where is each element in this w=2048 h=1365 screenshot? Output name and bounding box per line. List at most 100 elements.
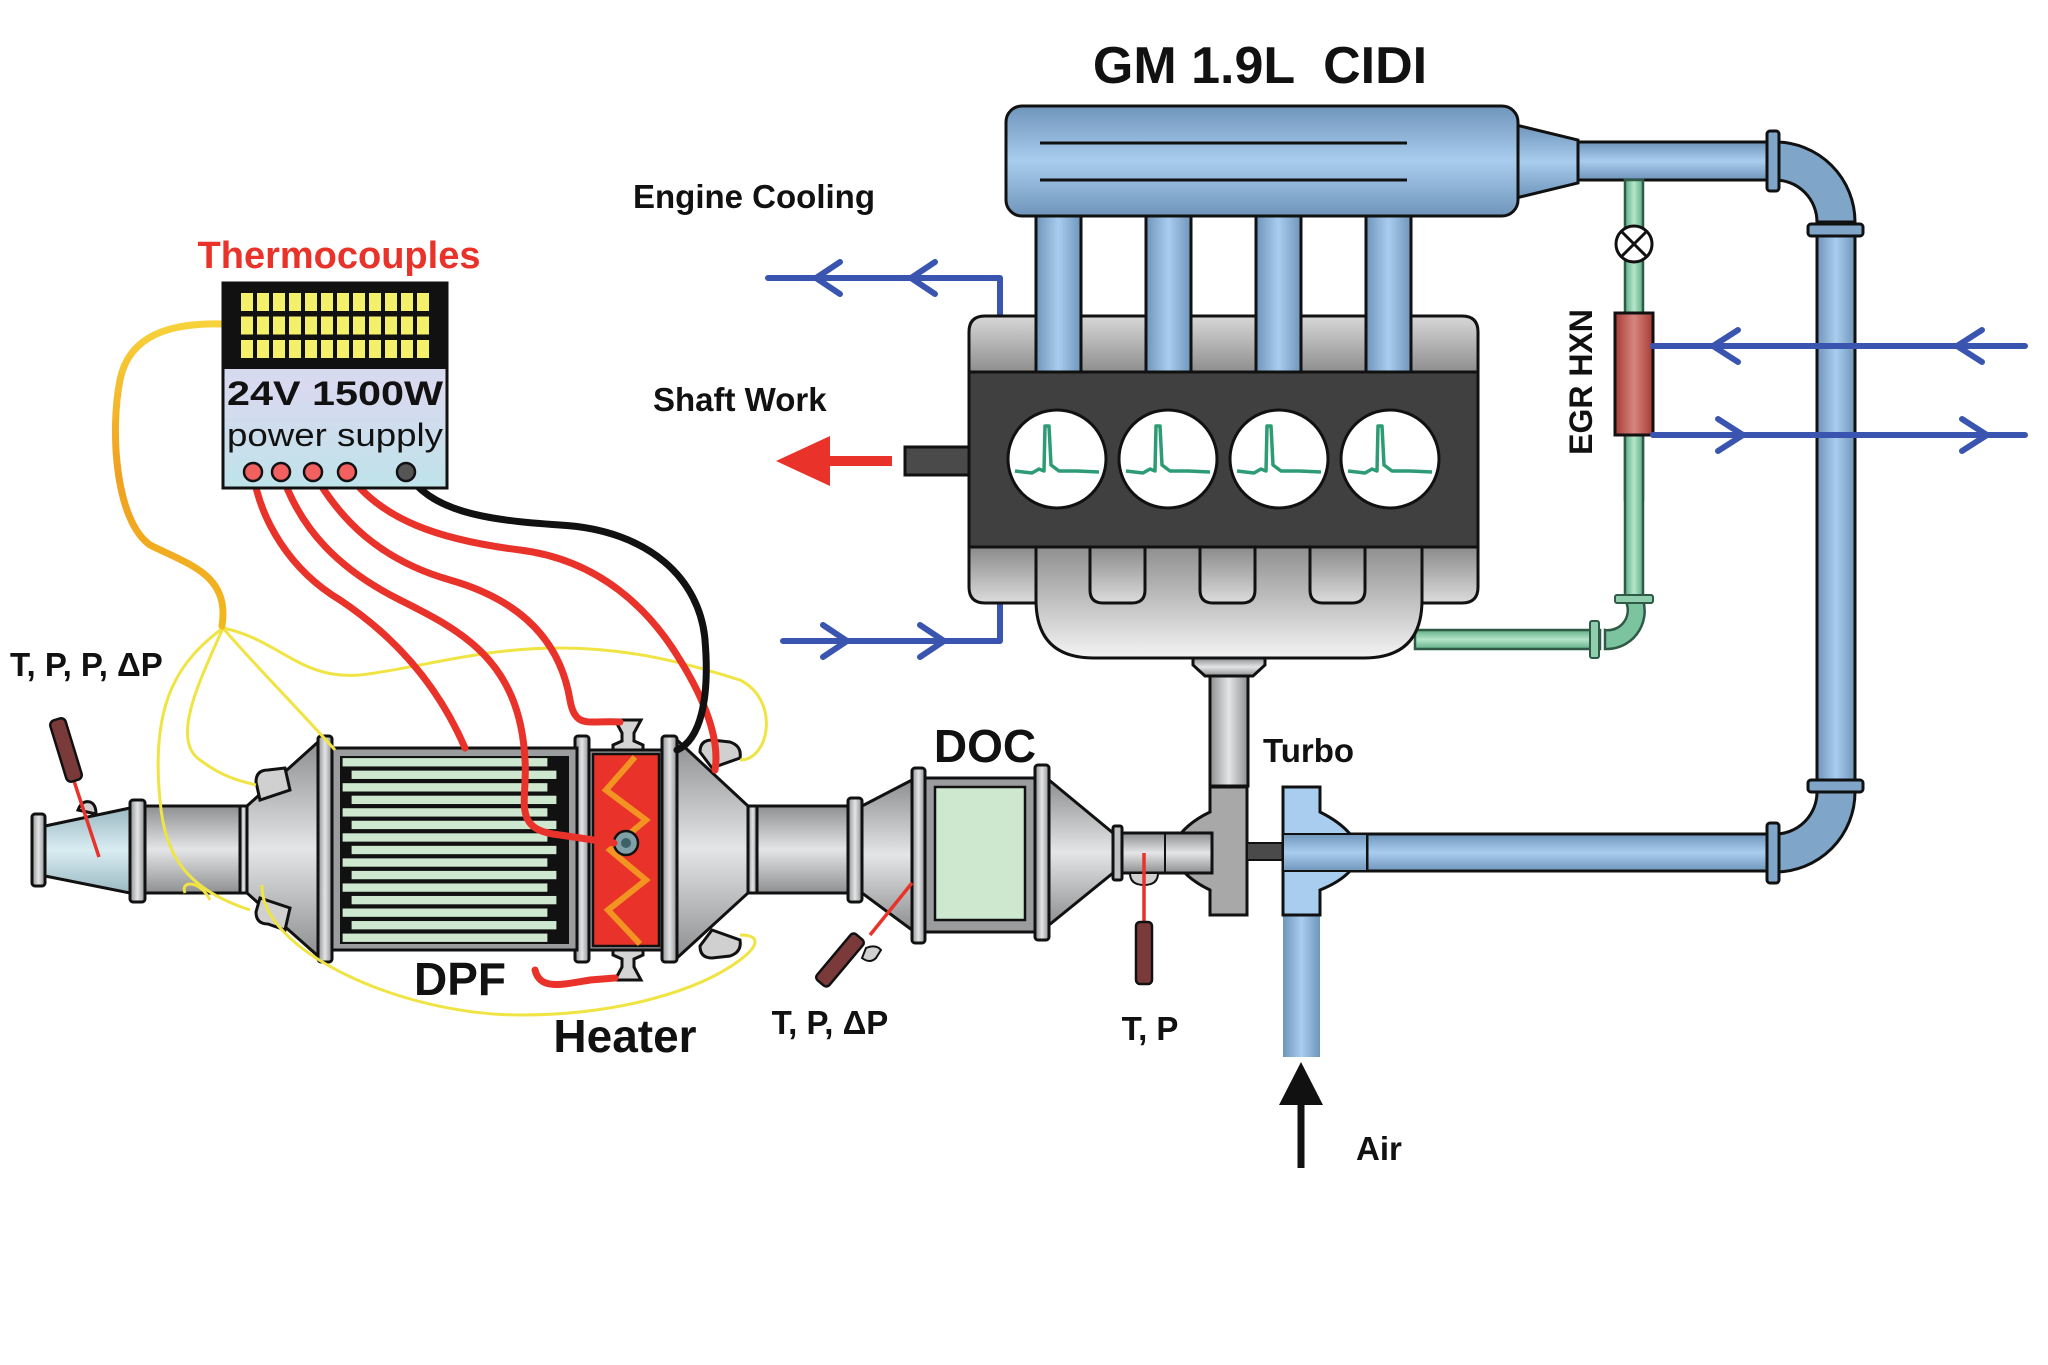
doc-catalyst [933, 785, 1027, 922]
coolant-out-arrow-2 [908, 259, 938, 297]
thermocouple-slot [273, 316, 285, 335]
dpf-channel [341, 807, 549, 818]
red-terminal [302, 461, 324, 483]
intake-air-pipe [1283, 129, 1865, 1057]
dpf-channel [350, 769, 558, 781]
thermocouple-slot [337, 316, 349, 335]
exhaust-train [30, 718, 1214, 982]
engine-block [967, 314, 1480, 660]
thermocouple-slot [257, 340, 269, 358]
coolant-in-arrow-2 [917, 622, 947, 660]
pressure-trace-icon [1236, 424, 1322, 475]
cylinder-4 [1339, 408, 1441, 510]
shaft-work-arrow-icon [776, 436, 892, 486]
thermocouple-slot [417, 316, 429, 335]
thermocouple-slot [305, 340, 317, 358]
heater-power-wires [249, 468, 720, 988]
thermocouple-slot [321, 316, 333, 335]
pressure-trace-icon [1347, 424, 1433, 475]
thermocouple-slot [289, 316, 301, 335]
dpf-channel [341, 756, 549, 768]
coolant-out-arrow-1 [813, 259, 843, 297]
dpf-channel [350, 869, 558, 881]
dpf-channel [341, 932, 549, 944]
heater-coil [601, 755, 651, 947]
red-terminal [270, 461, 292, 483]
sensor-probe-doc-inlet [814, 881, 914, 988]
heater-terminal-top [611, 718, 645, 752]
thermocouple-slot [305, 293, 317, 311]
thermocouple-slot [257, 293, 269, 311]
pressure-trace-icon [1014, 424, 1100, 475]
dpf-channel [341, 781, 549, 793]
sensor-label-doc-inlet: T, P, ΔP [772, 1004, 889, 1041]
thermocouple-slot [385, 293, 397, 311]
sensor-label-tailpipe: T, P, P, ΔP [10, 646, 163, 683]
dpf-channel [341, 882, 549, 893]
cylinder-2 [1117, 408, 1219, 510]
sensor-probe-tailpipe [48, 717, 101, 858]
air-inlet-arrow-icon [1279, 1062, 1323, 1168]
diagram-title: GM 1.9L CIDI [1093, 37, 1427, 95]
turbo-label: Turbo [1263, 732, 1354, 769]
thermocouple-slot [321, 293, 333, 311]
engine-cooling-label: Engine Cooling [633, 178, 875, 215]
pressure-trace-icon [1125, 424, 1211, 475]
exhaust-outlet-stub [1191, 656, 1267, 788]
sensor-label-turbo-outlet: T, P [1122, 1010, 1179, 1047]
engine-cylinders [1006, 408, 1441, 510]
power-supply-rating: 24V 1500W [227, 375, 444, 413]
egr-coolant-lines [1650, 327, 2028, 454]
power-supply-terminals [242, 461, 417, 483]
dpf-channel [341, 857, 549, 868]
thermocouples-label: Thermocouples [198, 235, 481, 277]
cylinder-3 [1228, 408, 1330, 510]
thermocouple-slot [289, 340, 301, 358]
thermocouple-slot [369, 340, 381, 358]
thermocouple-slot [369, 316, 381, 335]
thermocouple-slot [273, 293, 285, 311]
thermocouple-slot [273, 340, 285, 358]
black-terminal [395, 461, 417, 483]
thermocouple-slot [401, 316, 413, 335]
thermocouple-main-wire [111, 320, 246, 630]
doc-label: DOC [934, 720, 1036, 772]
thermocouple-slot [241, 316, 253, 335]
thermocouple-slot [257, 316, 269, 335]
power-supply-unit [221, 281, 449, 490]
thermocouple-slot [241, 293, 253, 311]
power-supply-name: power supply [227, 417, 443, 453]
coolant-in-arrow-1 [820, 622, 850, 660]
thermocouple-slot [417, 293, 429, 311]
coolant-in-line [780, 599, 1003, 644]
shaft-work-label: Shaft Work [653, 381, 827, 418]
thermocouple-slot [337, 340, 349, 358]
dpf-channel [341, 907, 549, 919]
thermocouple-slot [337, 293, 349, 311]
thermocouple-slot [417, 340, 429, 358]
dpf-channels [340, 756, 569, 944]
egr-valve-icon [1614, 224, 1654, 264]
dpf-channel [350, 894, 558, 906]
dpf-channel [350, 794, 558, 806]
thermocouple-slot [401, 293, 413, 311]
sensor-probe-turbo-outlet [1128, 853, 1160, 986]
red-terminal [336, 461, 358, 483]
thermocouple-slot [385, 340, 397, 358]
thermocouple-slot [385, 316, 397, 335]
thermocouple-wires [156, 626, 768, 1017]
dpf-channel [350, 919, 558, 931]
thermocouple-slot [353, 340, 365, 358]
heater-terminal-bottom [611, 948, 645, 982]
air-label: Air [1356, 1130, 1402, 1167]
thermocouple-slot [321, 340, 333, 358]
coolant-out-line [765, 275, 1003, 321]
egr-hxn-label: EGR HXN [1563, 309, 1599, 455]
dpf-label: DPF [414, 953, 506, 1005]
dpf-channel [350, 819, 558, 831]
engine-coolant-lines [765, 259, 1003, 660]
thermocouple-slot [241, 340, 253, 358]
dpf-channel [350, 844, 558, 856]
thermocouple-slot [353, 293, 365, 311]
thermocouple-slots [241, 293, 429, 358]
